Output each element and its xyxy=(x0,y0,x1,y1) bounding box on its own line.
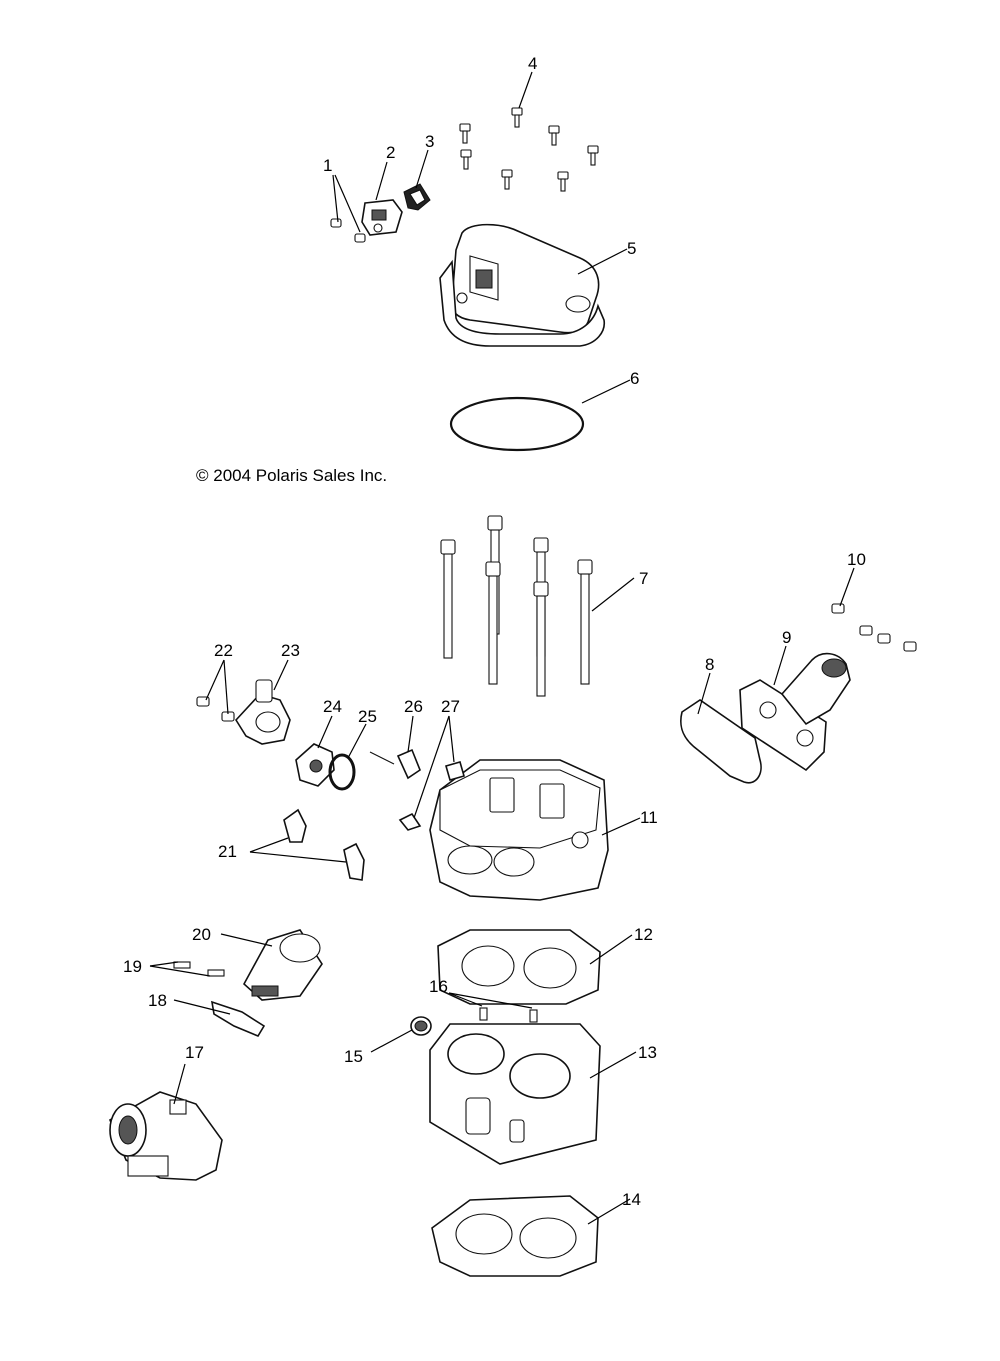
callout-20: 20 xyxy=(192,925,211,944)
part-25-oring xyxy=(328,753,356,791)
callout-11: 11 xyxy=(640,808,658,827)
part-12-head-gasket xyxy=(437,929,601,1005)
callout-26: 26 xyxy=(404,697,423,716)
part-23-thermostat-housing xyxy=(234,679,291,745)
part-22-bolts xyxy=(196,696,235,722)
callout-2: 2 xyxy=(386,143,395,162)
callout-7: 7 xyxy=(639,569,648,588)
part-9-exhaust-manifold xyxy=(739,652,851,772)
callout-21: 21 xyxy=(218,842,237,861)
callout-9: 9 xyxy=(782,628,791,647)
part-5-valve-cover xyxy=(439,223,605,347)
part-10-bolts xyxy=(831,603,917,652)
callout-5: 5 xyxy=(627,239,636,258)
part-27-fittings xyxy=(398,761,465,831)
part-14-base-gasket xyxy=(431,1195,599,1277)
callout-27: 27 xyxy=(441,697,460,716)
callout-10: 10 xyxy=(847,550,866,569)
part-15-plug xyxy=(410,1016,432,1036)
part-26-sender xyxy=(369,748,421,780)
callout-6: 6 xyxy=(630,369,639,388)
callout-labels: 1 2 3 4 5 6 7 8 9 10 11 12 13 14 15 16 1… xyxy=(123,54,866,1209)
callout-1: 1 xyxy=(323,156,332,175)
part-19-screws xyxy=(173,961,225,977)
callout-22: 22 xyxy=(214,641,233,660)
callout-4: 4 xyxy=(528,54,537,73)
callout-25: 25 xyxy=(358,707,377,726)
leader-lines xyxy=(149,71,855,1225)
part-4-bolts xyxy=(459,107,599,192)
callout-19: 19 xyxy=(123,957,142,976)
callout-14: 14 xyxy=(622,1190,641,1209)
callout-3: 3 xyxy=(425,132,434,151)
callout-18: 18 xyxy=(148,991,167,1010)
callout-15: 15 xyxy=(344,1047,363,1066)
callout-8: 8 xyxy=(705,655,714,674)
callout-23: 23 xyxy=(281,641,300,660)
part-20-intake-boot xyxy=(242,929,323,1001)
part-13-cylinder xyxy=(429,1023,601,1165)
part-8-exhaust-gasket xyxy=(680,699,762,784)
part-3-gasket xyxy=(403,183,431,211)
part-6-oring xyxy=(449,396,585,452)
part-18-clamp xyxy=(210,1000,266,1038)
part-2-sensor xyxy=(361,199,403,236)
part-17-throttle-body xyxy=(108,1091,223,1181)
part-16-dowels xyxy=(479,1007,538,1023)
part-1-screws xyxy=(330,218,366,243)
part-7-head-bolts xyxy=(440,515,593,697)
callout-16: 16 xyxy=(429,977,448,996)
part-24-thermostat xyxy=(295,743,335,787)
callout-24: 24 xyxy=(323,697,342,716)
copyright-text: © 2004 Polaris Sales Inc. xyxy=(196,466,387,485)
callout-17: 17 xyxy=(185,1043,204,1062)
part-11-cylinder-head xyxy=(429,759,609,901)
callout-12: 12 xyxy=(634,925,653,944)
callout-13: 13 xyxy=(638,1043,657,1062)
part-21-plugs xyxy=(283,808,365,881)
